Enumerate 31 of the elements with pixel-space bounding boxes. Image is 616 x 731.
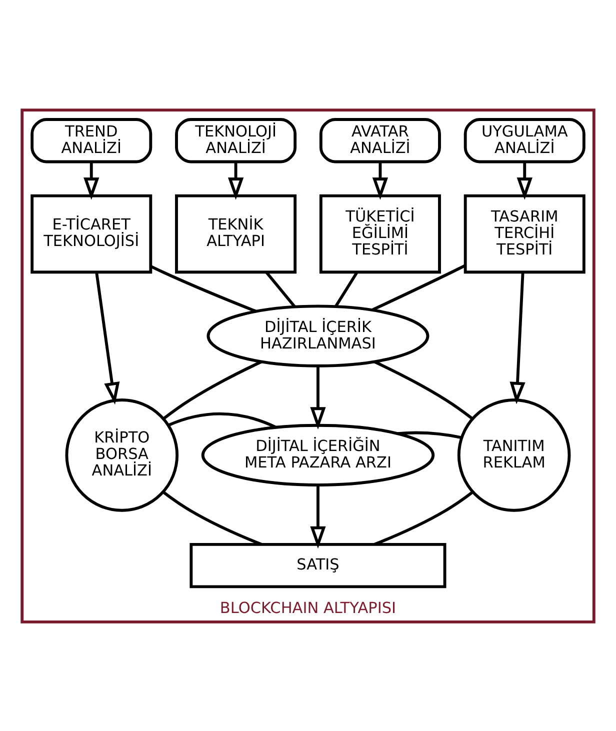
- connector: [150, 264, 256, 312]
- node-ellipse: DİJİTAL İÇERİK HAZIRLANMASI: [206, 304, 430, 367]
- connector: [168, 412, 277, 428]
- node-box: SATIŞ: [190, 542, 446, 588]
- connector: [162, 490, 262, 546]
- arrow: [84, 161, 100, 200]
- arrow: [228, 161, 244, 200]
- node-box: TÜKETİCİ EĞİLİMİ TESPİTİ: [319, 194, 441, 274]
- connector: [162, 360, 262, 420]
- arrow: [372, 161, 388, 200]
- node-circle: TANITIM REKLAM: [457, 398, 571, 512]
- arrow: [310, 484, 326, 548]
- connector: [265, 270, 296, 308]
- connector: [374, 360, 474, 420]
- node-box: UYGULAMA ANALİZİ: [464, 118, 586, 163]
- arrow: [510, 272, 526, 404]
- node-ellipse: DİJİTAL İÇERİĞİN META PAZARA ARZI: [201, 423, 435, 486]
- arrow: [310, 366, 326, 429]
- node-circle: KRİPTO BORSA ANALİZİ: [65, 398, 179, 512]
- node-box: AVATAR ANALİZİ: [319, 118, 441, 163]
- arrow: [95, 272, 120, 404]
- node-box: TEKNOLOJİ ANALİZİ: [175, 118, 297, 163]
- connector: [374, 490, 474, 546]
- node-box: E-TİCARET TEKNOLOJİSİ: [30, 194, 152, 274]
- node-box: TEKNİK ALTYAPI: [175, 194, 297, 274]
- connector: [398, 430, 462, 438]
- connector: [334, 271, 358, 307]
- connector: [372, 264, 466, 311]
- node-box: TREND ANALİZİ: [30, 118, 152, 163]
- node-box: TASARIM TERCİHİ TESPİTİ: [464, 194, 586, 274]
- arrow: [516, 161, 532, 200]
